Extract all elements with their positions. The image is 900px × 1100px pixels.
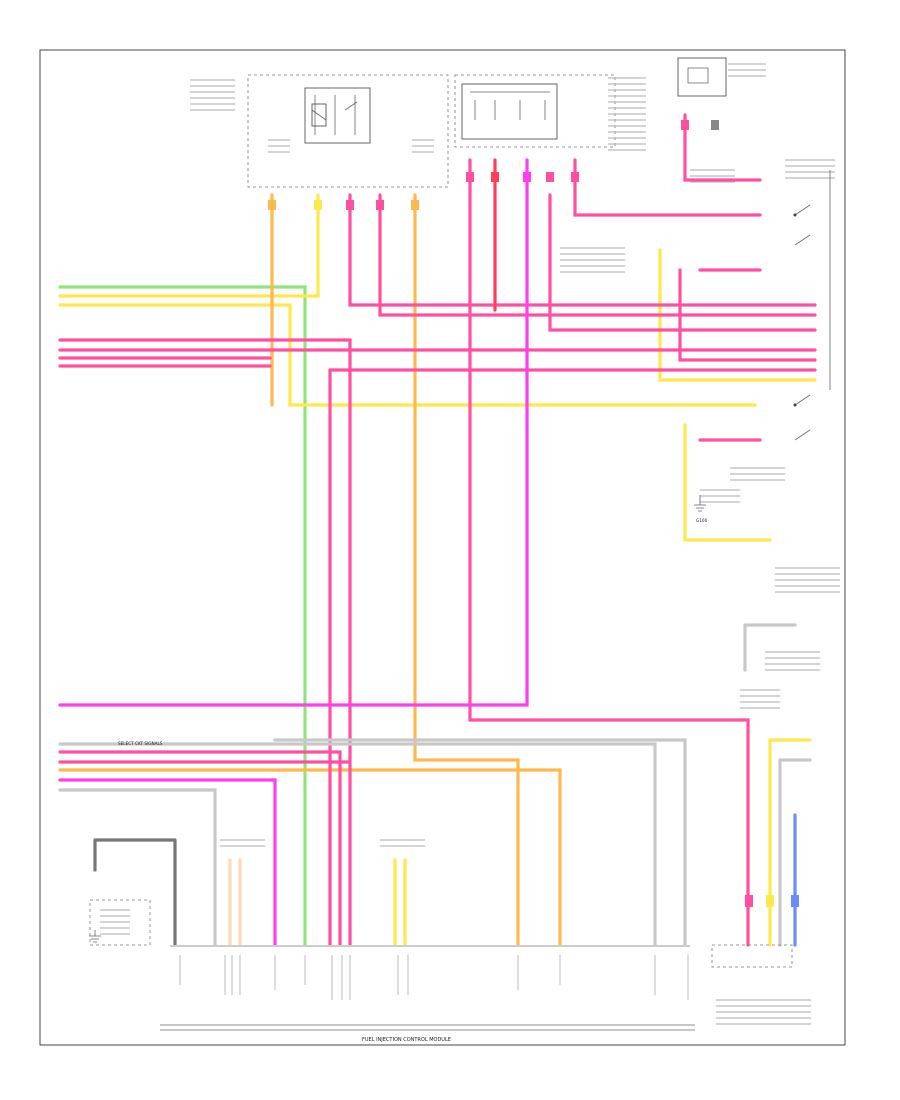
wire-peach-2 xyxy=(393,858,407,947)
pin-labels xyxy=(179,955,689,1000)
wire-green xyxy=(58,285,307,947)
wire-gray-3 xyxy=(273,738,687,947)
wire-pink-10 xyxy=(468,158,750,947)
wire-orange-2 xyxy=(58,768,562,947)
wire-pink-7 xyxy=(328,368,817,947)
wire-pink-9 xyxy=(678,268,817,362)
wire-gray-4 xyxy=(743,623,797,672)
label-glyphs xyxy=(100,63,840,1025)
wire-peach-1 xyxy=(228,858,242,947)
wire-yellow-upper xyxy=(58,193,320,298)
wire-pink-1 xyxy=(348,193,817,307)
accessory-relay-block xyxy=(677,57,727,97)
sensor-box xyxy=(89,899,151,946)
sensor-box-right xyxy=(711,944,793,968)
diagram-frame xyxy=(39,49,846,1046)
wire-black-left xyxy=(93,838,177,947)
connector-icon xyxy=(268,120,799,907)
module-pin-row xyxy=(170,945,690,947)
wire-pink-11 xyxy=(573,158,762,217)
wire-yellow-right xyxy=(658,248,817,382)
wire-yellow-relay xyxy=(683,423,772,542)
bus-label: SELECT CKT SIGNALS xyxy=(118,741,163,746)
wire-magenta-1 xyxy=(58,158,529,707)
ground-icon xyxy=(89,495,706,943)
wire-pink-2 xyxy=(378,193,817,317)
wire-magenta-2 xyxy=(58,778,277,947)
relay-icon xyxy=(311,103,327,127)
underhood-fuse-block xyxy=(247,74,449,188)
wire-group xyxy=(58,113,817,947)
wire-pink-8 xyxy=(548,193,817,332)
wire-gray-1 xyxy=(58,742,657,947)
module-name-label: FUEL INJECTION CONTROL MODULE xyxy=(362,1037,451,1043)
wire-yellow-bottom-right xyxy=(768,738,812,947)
wire-gray-2 xyxy=(58,788,217,947)
ground-label: G100 xyxy=(696,518,708,523)
switch-icon xyxy=(793,204,811,441)
wire-yellow-lower xyxy=(58,303,757,407)
wire-gray-5 xyxy=(778,758,812,947)
wire-pink-12 xyxy=(58,750,342,947)
wire-pink-14 xyxy=(683,113,762,182)
ignition-switch-block xyxy=(454,74,616,148)
wire-orange-vertical xyxy=(413,193,520,947)
